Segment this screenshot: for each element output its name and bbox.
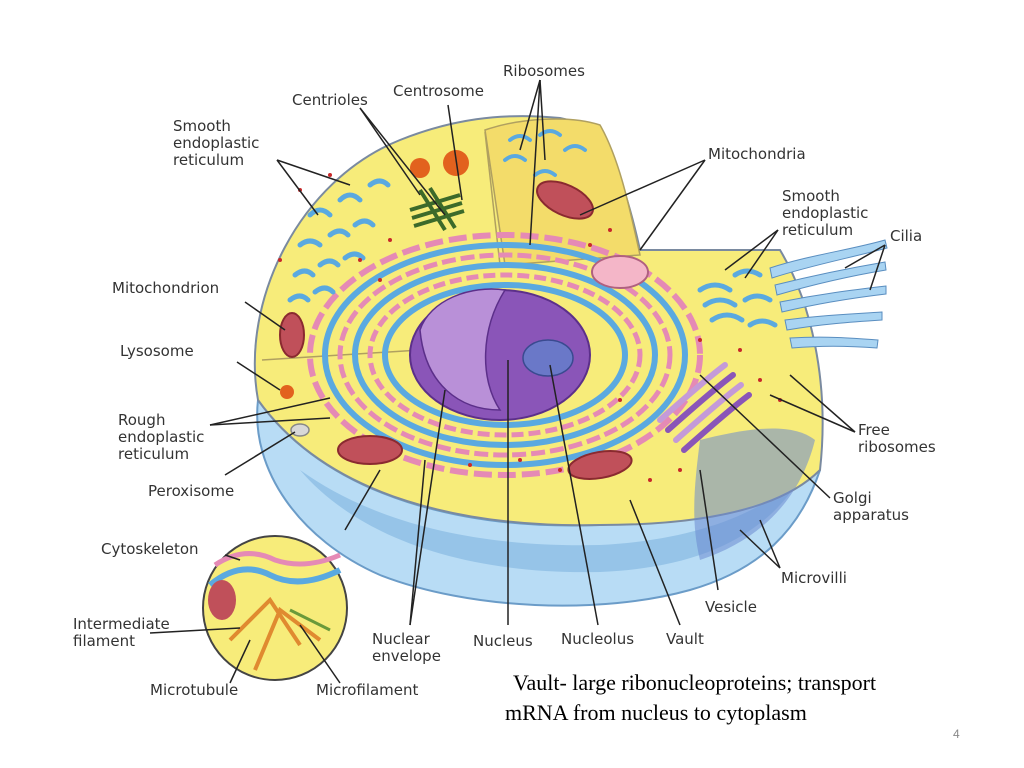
- rough-er: [307, 232, 703, 478]
- slide-caption: Vault- large ribonucleoproteins; transpo…: [505, 668, 1005, 728]
- label-vault: Vault: [666, 630, 704, 648]
- label-nucleolus: Nucleolus: [561, 630, 635, 648]
- label-vesicle: Vesicle: [705, 598, 757, 616]
- label-free-ribosomes-1: Free: [858, 421, 890, 439]
- label-nuclear-envelope-1: Nuclear: [372, 630, 430, 648]
- label-ribosomes: Ribosomes: [503, 62, 585, 80]
- nucleus-cut-face: [419, 288, 507, 411]
- label-smooth-er-right-3: reticulum: [782, 221, 854, 239]
- cilia: [769, 239, 888, 349]
- smooth-er-left: [287, 178, 391, 303]
- label-smooth-er-left-1: Smooth: [173, 117, 231, 135]
- label-peroxisome: Peroxisome: [148, 482, 235, 500]
- label-centrioles: Centrioles: [292, 91, 368, 109]
- label-rough-er-1: Rough: [118, 411, 166, 429]
- lysosome: [280, 385, 294, 399]
- label-nucleus: Nucleus: [473, 632, 533, 650]
- free-ribosomes: [278, 173, 782, 482]
- label-nuclear-envelope-2: envelope: [372, 647, 441, 665]
- mitochondria: [279, 180, 633, 480]
- label-mitochondrion: Mitochondrion: [112, 279, 220, 297]
- label-smooth-er-left-2: endoplastic: [173, 134, 260, 152]
- label-rough-er-3: reticulum: [118, 445, 190, 463]
- centrosome: [410, 158, 430, 178]
- peroxisome: [290, 423, 310, 437]
- cell-bowl-shade: [300, 470, 805, 573]
- label-intermediate-filament-2: filament: [73, 632, 136, 650]
- cytoskeleton-inset-contents: [208, 551, 342, 671]
- label-smooth-er-left-3: reticulum: [173, 151, 245, 169]
- page-number: 4: [953, 727, 960, 741]
- label-golgi-1: Golgi: [833, 489, 872, 507]
- label-microfilament: Microfilament: [316, 681, 419, 699]
- label-microvilli: Microvilli: [781, 569, 847, 587]
- label-cytoskeleton: Cytoskeleton: [101, 540, 199, 558]
- nucleolus: [522, 339, 574, 377]
- label-smooth-er-right-1: Smooth: [782, 187, 840, 205]
- label-microtubule: Microtubule: [150, 681, 239, 699]
- smooth-er-right: [697, 268, 778, 328]
- leader-lines: [149, 79, 886, 684]
- label-free-ribosomes-2: ribosomes: [858, 438, 936, 456]
- label-intermediate-filament-1: Intermediate: [73, 615, 170, 633]
- centrioles: [409, 186, 465, 232]
- golgi-apparatus: [657, 362, 752, 453]
- label-rough-er-2: endoplastic: [118, 428, 205, 446]
- caption-line-1: Vault- large ribonucleoproteins; transpo…: [513, 670, 877, 695]
- vault-organelle: [591, 255, 649, 289]
- label-golgi-2: apparatus: [833, 506, 909, 524]
- microvilli: [694, 428, 815, 560]
- label-centrosome: Centrosome: [393, 82, 484, 100]
- label-mitochondria: Mitochondria: [708, 145, 806, 163]
- smooth-er-top: [503, 129, 587, 177]
- label-smooth-er-right-2: endoplastic: [782, 204, 869, 222]
- label-cilia: Cilia: [890, 227, 923, 245]
- caption-line-2: mRNA from nucleus to cytoplasm: [505, 700, 807, 725]
- label-lysosome: Lysosome: [120, 342, 194, 360]
